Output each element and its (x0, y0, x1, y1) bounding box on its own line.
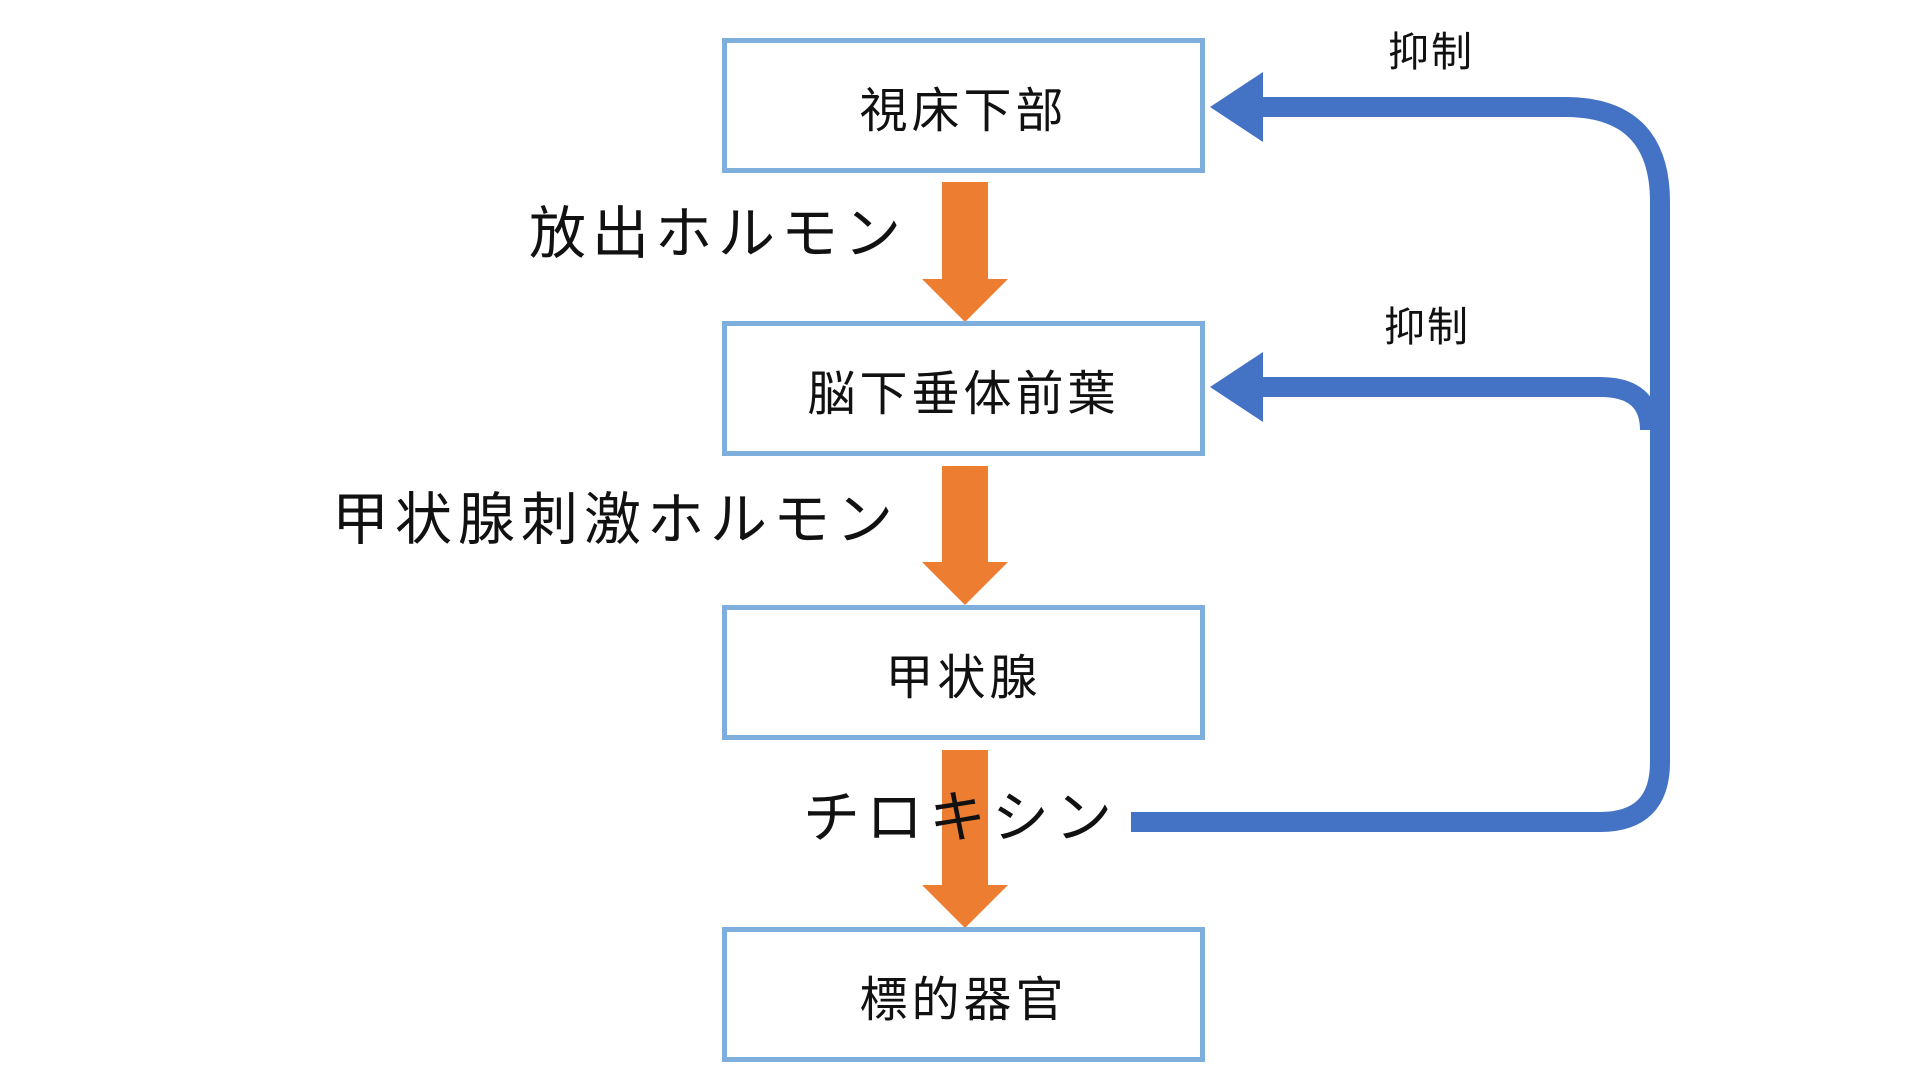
node-target-organ-label: 標的器官 (859, 971, 1068, 1028)
feedback-arrowhead-pituitary (1210, 352, 1263, 422)
node-target-organ: 標的器官 (722, 927, 1205, 1062)
feedback-label-upper: 抑制 (1388, 28, 1474, 76)
node-hypothalamus: 視床下部 (722, 38, 1205, 173)
arrow-thyroid-to-target (922, 750, 1008, 928)
feedback-arrowhead-hypothalamus (1210, 72, 1263, 142)
feedback-line-to-hypothalamus (1131, 97, 1670, 832)
node-anterior-pituitary: 脳下垂体前葉 (722, 321, 1205, 456)
arrow-hypothalamus-to-pituitary (922, 182, 1008, 322)
node-hypothalamus-label: 視床下部 (859, 82, 1068, 139)
feedback-line-to-pituitary (1262, 377, 1660, 431)
feedback-label-lower: 抑制 (1384, 303, 1470, 351)
edge-label-thyroxine: チロキシン (803, 785, 1118, 851)
node-thyroid: 甲状腺 (722, 605, 1205, 740)
edge-label-tsh: 甲状腺刺激ホルモン (332, 487, 899, 553)
node-anterior-pituitary-label: 脳下垂体前葉 (807, 365, 1120, 422)
edge-label-releasing-hormone: 放出ホルモン (529, 201, 907, 267)
node-thyroid-label: 甲状腺 (885, 649, 1042, 706)
arrow-pituitary-to-thyroid (922, 466, 1008, 605)
